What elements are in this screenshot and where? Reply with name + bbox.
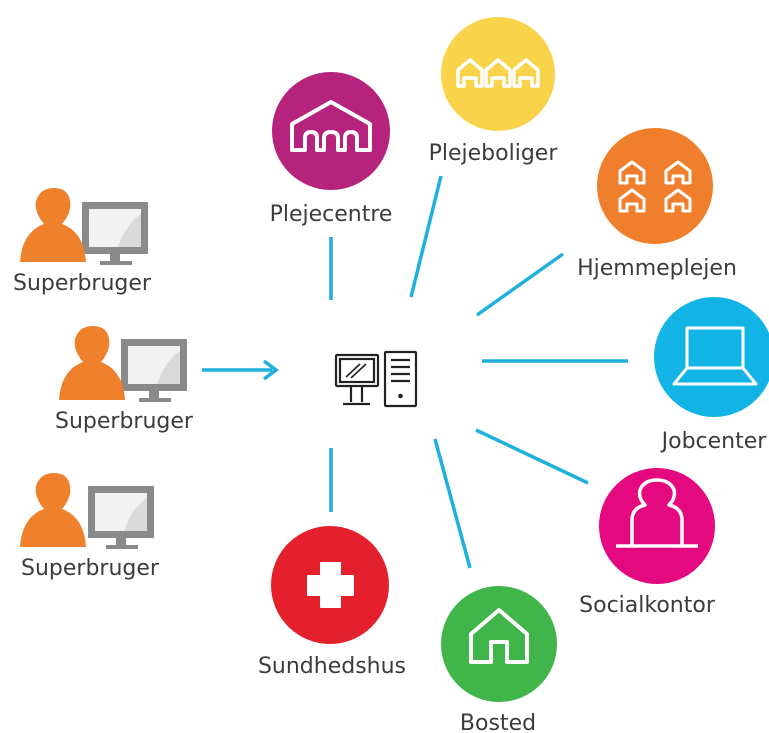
care-center-icon <box>290 100 372 152</box>
node-jobcenter: Jobcenter <box>654 297 769 454</box>
house-icon <box>469 608 529 664</box>
node-plejecentre: Plejecentre <box>270 72 393 227</box>
row-houses-icon <box>456 58 540 88</box>
node-sundhedshus: Sundhedshus <box>258 526 406 679</box>
user-computer-icon <box>20 473 154 549</box>
node-bosted: Bosted <box>441 586 557 733</box>
connectors <box>202 175 628 569</box>
node-label: Hjemmeplejen <box>577 256 737 281</box>
laptop-icon <box>672 326 758 386</box>
user-label: Superbruger <box>13 271 152 296</box>
node-circle <box>441 17 555 131</box>
desktop-computer-icon <box>334 350 418 408</box>
node-label: Bosted <box>460 711 536 733</box>
user-computer-icon <box>59 326 187 402</box>
connector-hjemmeplejen <box>475 252 565 317</box>
houses-grid-icon <box>618 160 692 213</box>
connector-socialkontor <box>475 428 589 485</box>
node-label: Plejecentre <box>270 202 393 227</box>
node-plejeboliger: Plejeboliger <box>429 17 559 166</box>
node-circle <box>654 297 769 417</box>
health-cross-icon <box>307 562 354 608</box>
arrowhead <box>262 359 279 381</box>
node-socialkontor: Socialkontor <box>579 468 716 618</box>
node-circle <box>597 128 713 244</box>
node-circle <box>599 468 715 584</box>
user-computer-icon <box>20 188 148 265</box>
connector-bosted <box>433 438 472 569</box>
node-label: Socialkontor <box>579 593 716 618</box>
user-3: Superbruger <box>20 473 160 581</box>
user-label: Superbruger <box>55 409 194 434</box>
user-2: Superbruger <box>55 326 194 434</box>
person-desk-icon <box>616 478 698 548</box>
node-label: Plejeboliger <box>429 141 559 166</box>
connector-plejeboliger <box>409 175 443 298</box>
node-hjemmeplejen: Hjemmeplejen <box>577 128 737 281</box>
user-label: Superbruger <box>21 556 160 581</box>
user-1: Superbruger <box>13 188 152 296</box>
node-label: Sundhedshus <box>258 654 406 679</box>
node-label: Jobcenter <box>660 429 768 454</box>
